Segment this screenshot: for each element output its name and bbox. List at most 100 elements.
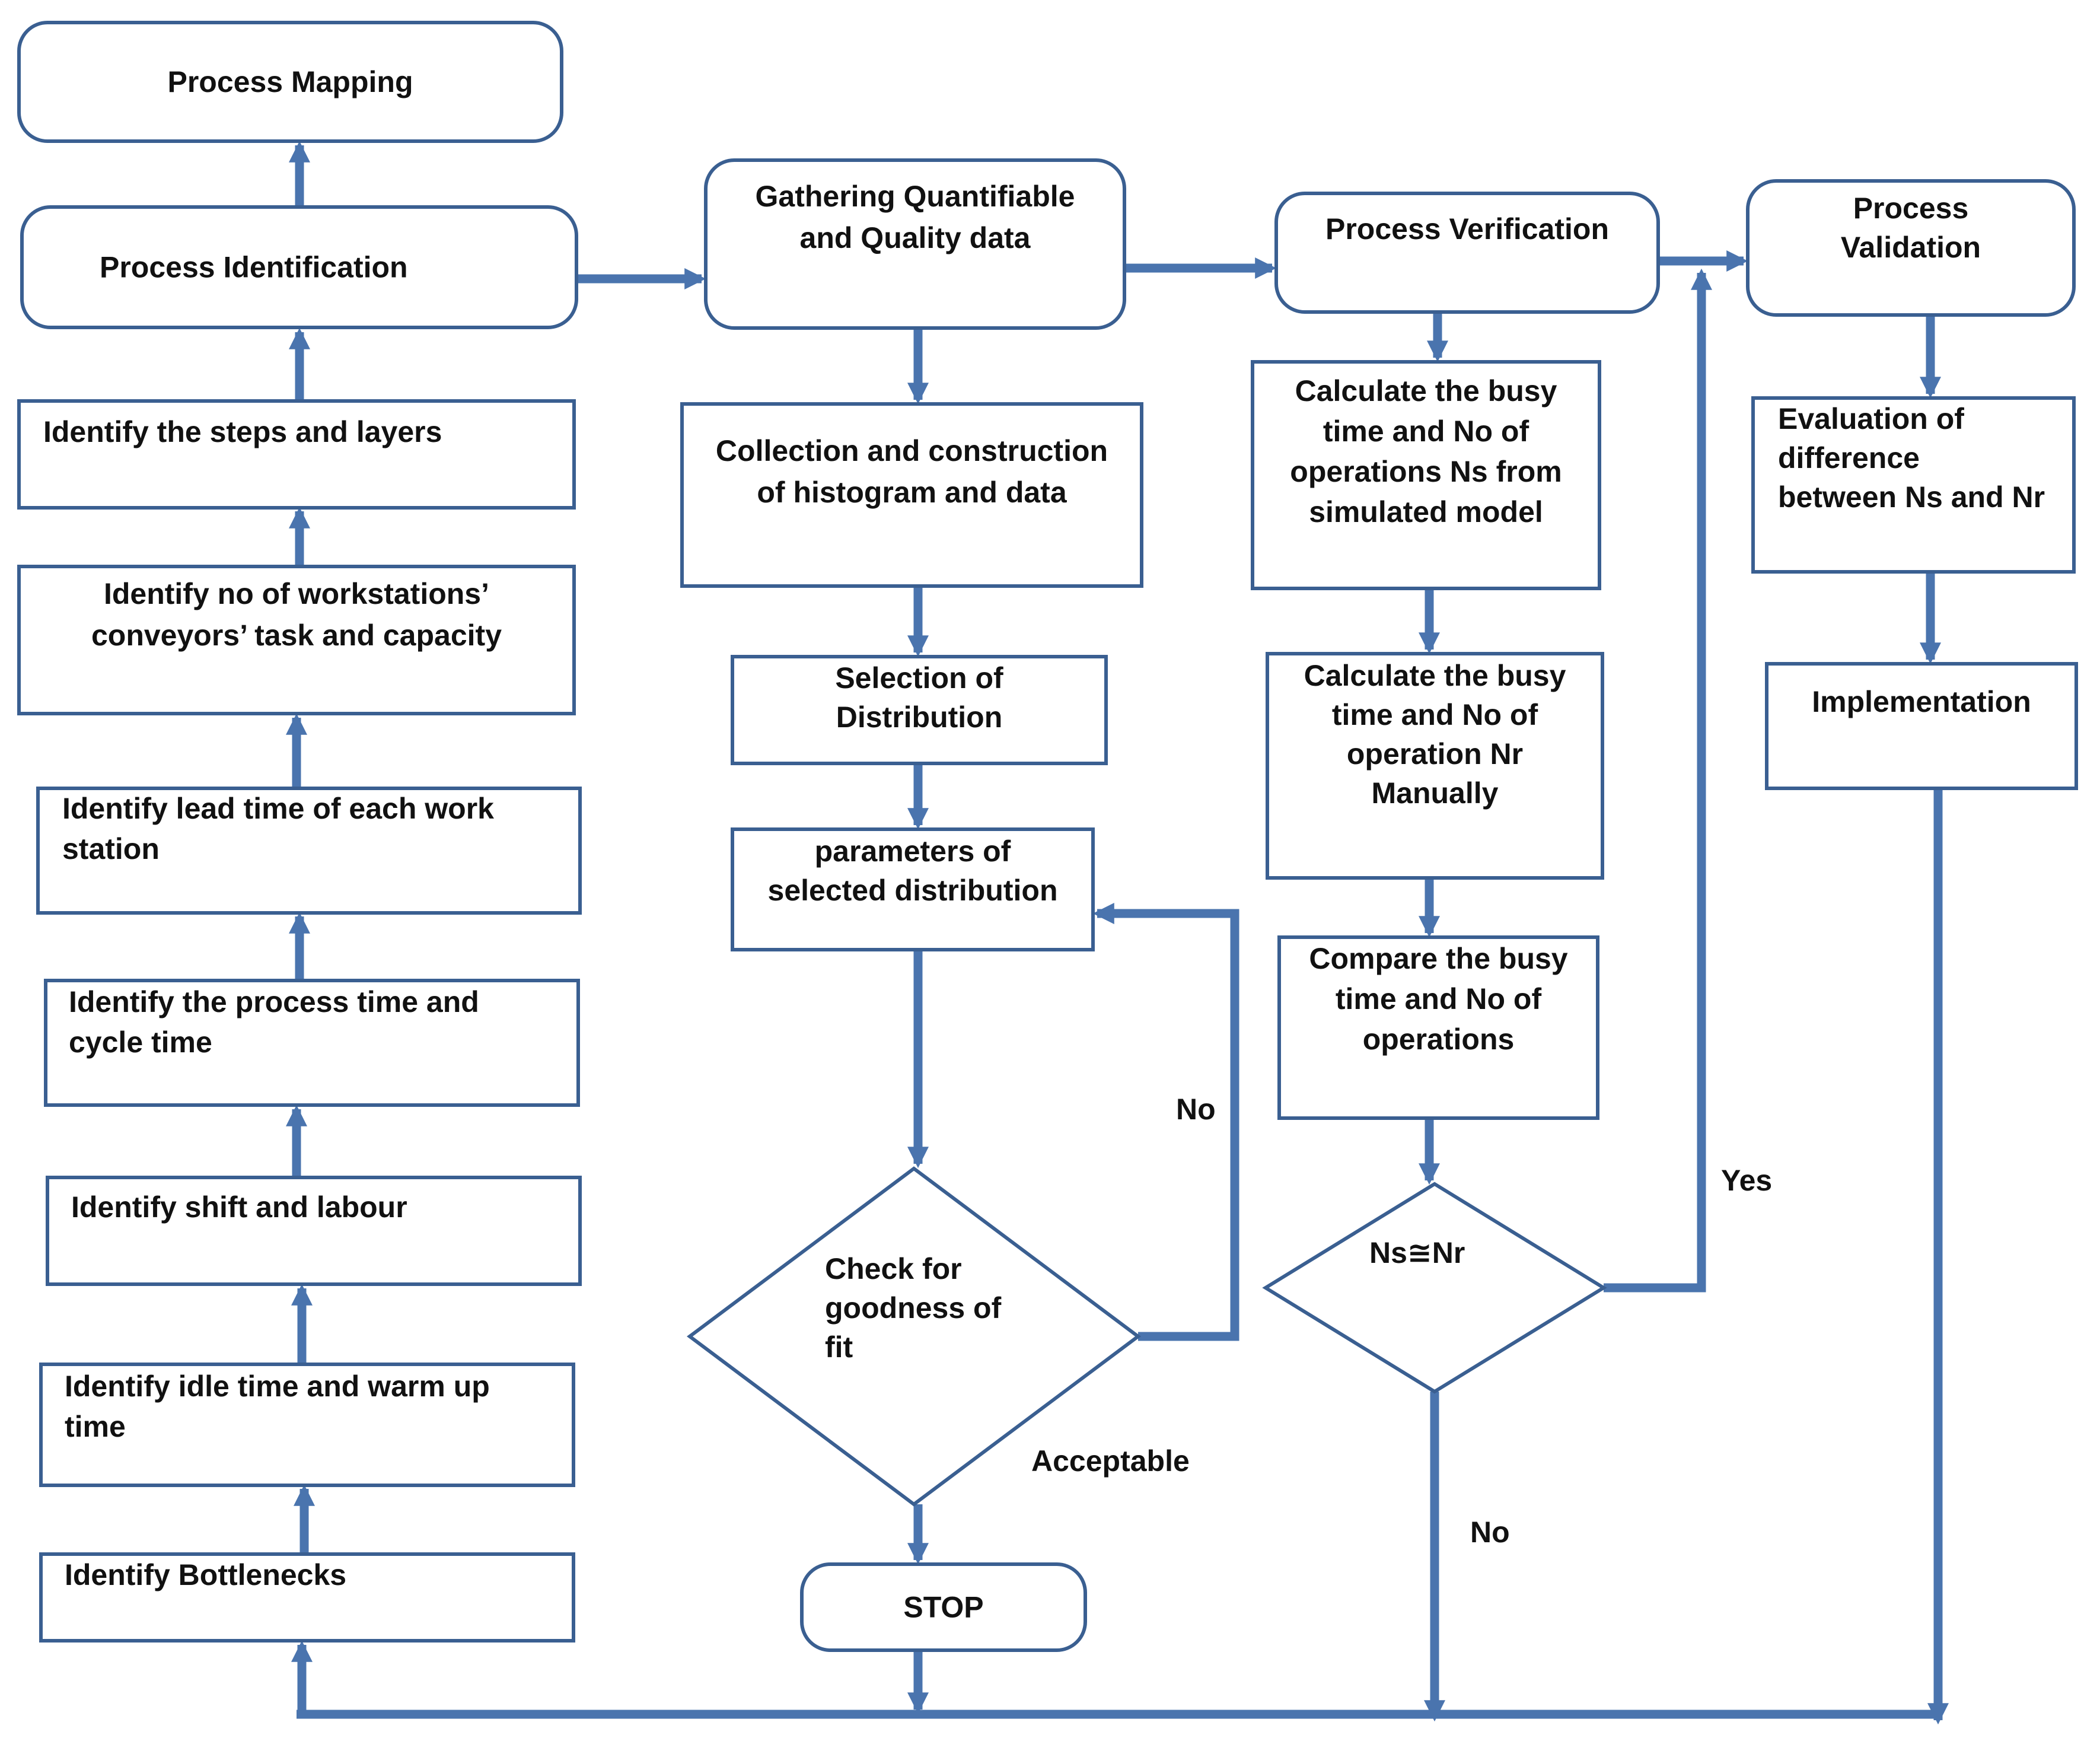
selection-distribution-text-line: Distribution [836, 701, 1003, 734]
identify-process-time-text-line: cycle time [69, 1026, 212, 1059]
selection-distribution-text-line: Selection of [835, 661, 1003, 695]
edge-label-no-fit: No [1176, 1093, 1216, 1126]
identify-process-time-node: Identify the process time and cycle time [44, 979, 580, 1107]
identify-lead-time-node: Identify lead time of each work station [36, 787, 582, 915]
identify-process-time-box [44, 979, 580, 1107]
compare-busy-time-text-line: time and No of [1336, 982, 1542, 1016]
process-validation-text-line: Validation [1841, 231, 1981, 264]
identify-idle-time-text-line: Identify idle time and warm up [65, 1370, 490, 1403]
parameters-distribution-text-line: parameters of [815, 835, 1011, 868]
check-goodness-of-fit-text-line: goodness of [825, 1291, 1002, 1325]
stop-text-line: STOP [903, 1591, 983, 1624]
selection-distribution-box [731, 655, 1108, 765]
evaluation-difference-box [1751, 396, 2076, 574]
identify-idle-time-box [39, 1363, 575, 1487]
gathering-data-text-line: and Quality data [800, 221, 1031, 254]
identify-lead-time-text-line: station [62, 832, 160, 865]
process-verification-text-line: Process Verification [1325, 212, 1609, 246]
identify-shift-box [46, 1176, 582, 1286]
connector-arrows [285, 141, 1949, 1725]
gathering-data-node: Gathering Quantifiable and Quality data [704, 158, 1126, 330]
evaluation-difference-text-line: between Ns and Nr [1778, 480, 2045, 514]
parameters-distribution-node: parameters of selected distribution [731, 827, 1095, 951]
calc-busy-time-simulated-text-line: Calculate the busy [1295, 374, 1557, 408]
compare-busy-time-text-line: operations [1363, 1023, 1515, 1056]
evaluation-difference-node: Evaluation of difference between Ns and Nr [1751, 396, 2076, 574]
identify-process-time-text-line: Identify the process time and [69, 985, 479, 1018]
stop-box [800, 1562, 1087, 1652]
identify-bottlenecks-text-line: Identify Bottlenecks [65, 1558, 346, 1591]
implementation-box [1765, 662, 2078, 790]
ns-approx-nr-decision-shape [1262, 1182, 1607, 1394]
collection-histogram-node: Collection and construction of histogram … [680, 402, 1143, 588]
calc-busy-time-simulated-text-line: time and No of [1323, 415, 1529, 448]
collection-histogram-text-line: Collection and construction [716, 434, 1108, 467]
evaluation-difference-text-line: Evaluation of [1778, 402, 1964, 435]
check-goodness-of-fit-text-line: fit [825, 1330, 853, 1364]
compare-busy-time-node: Compare the busy time and No of operations [1277, 935, 1599, 1120]
identify-idle-time-text-line: time [65, 1410, 126, 1443]
identify-workstations-text-line: conveyors’ task and capacity [91, 619, 502, 652]
check-goodness-of-fit-text-line: Check for [825, 1252, 962, 1285]
calc-busy-time-manual-text-line: Calculate the busy [1304, 659, 1566, 692]
implementation-text-line: Implementation [1812, 685, 2031, 718]
identify-shift-text-line: Identify shift and labour [71, 1191, 407, 1224]
calc-busy-time-manual-text-line: operation Nr [1347, 737, 1523, 771]
gathering-data-box [704, 158, 1126, 330]
calc-busy-time-manual-text-line: Manually [1372, 776, 1499, 810]
process-mapping-node: Process Mapping [17, 21, 563, 143]
stop-node: STOP [800, 1562, 1087, 1652]
identify-steps-text-line: Identify the steps and layers [43, 415, 442, 448]
check-goodness-of-fit-node: Check for goodness of fit [686, 1166, 1142, 1507]
calc-busy-time-manual-text-line: time and No of [1332, 698, 1538, 731]
process-identification-node: Process Identification [20, 205, 578, 329]
selection-distribution-node: Selection of Distribution [731, 655, 1108, 765]
compare-busy-time-box [1277, 935, 1599, 1120]
edge-label-acceptable: Acceptable [1031, 1444, 1190, 1478]
process-identification-text-line: Process Identification [100, 251, 408, 284]
calc-busy-time-manual-node: Calculate the busy time and No of operatio… [1266, 652, 1604, 880]
calc-busy-time-simulated-node: Calculate the busy time and No of operatio… [1251, 360, 1601, 590]
ns-approx-nr-node: Ns≅Nr [1262, 1182, 1607, 1394]
calc-busy-time-simulated-box [1251, 360, 1601, 590]
ns-approx-nr-text-line: Ns≅Nr [1369, 1236, 1465, 1269]
identify-steps-box [17, 399, 576, 510]
compare-busy-time-text-line: Compare the busy [1309, 942, 1567, 975]
identify-bottlenecks-box [39, 1552, 575, 1642]
identify-shift-node: Identify shift and labour [46, 1176, 582, 1286]
evaluation-difference-text-line: difference [1778, 441, 1920, 475]
parameters-distribution-box [731, 827, 1095, 951]
identify-workstations-text-line: Identify no of workstations’ [104, 577, 489, 610]
gathering-data-text-line: Gathering Quantifiable [756, 180, 1075, 213]
calc-busy-time-simulated-text-line: operations Ns from [1290, 455, 1562, 488]
decision-yes-line [1604, 268, 1713, 1293]
edge-label-no-compare: No [1470, 1516, 1510, 1549]
identify-lead-time-box [36, 787, 582, 915]
check-goodness-of-fit-decision-shape [686, 1166, 1142, 1507]
process-mapping-text-line: Process Mapping [168, 65, 413, 98]
process-verification-node: Process Verification [1274, 192, 1660, 314]
identify-workstations-node: Identify no of workstations’ conveyors’ t… [17, 565, 576, 715]
process-verification-box [1274, 192, 1660, 314]
identify-lead-time-text-line: Identify lead time of each work [62, 792, 494, 825]
process-validation-box [1746, 179, 2076, 317]
process-mapping-box [17, 21, 563, 143]
process-validation-text-line: Process [1853, 192, 1969, 225]
calc-busy-time-manual-box [1266, 652, 1604, 880]
identify-bottlenecks-node: Identify Bottlenecks [39, 1552, 575, 1642]
collection-histogram-text-line: of histogram and data [757, 476, 1067, 509]
parameters-distribution-text-line: selected distribution [768, 874, 1058, 907]
collection-histogram-box [680, 402, 1143, 588]
identify-workstations-box [17, 565, 576, 715]
calc-busy-time-simulated-text-line: simulated model [1309, 495, 1543, 529]
edge-label-yes: Yes [1721, 1164, 1772, 1197]
check-no-loop-arrow [1092, 902, 1239, 1341]
process-identification-box [20, 205, 578, 329]
identify-idle-time-node: Identify idle time and warm up time [39, 1363, 575, 1487]
implementation-node: Implementation [1765, 662, 2078, 790]
identify-steps-node: Identify the steps and layers [17, 399, 576, 510]
